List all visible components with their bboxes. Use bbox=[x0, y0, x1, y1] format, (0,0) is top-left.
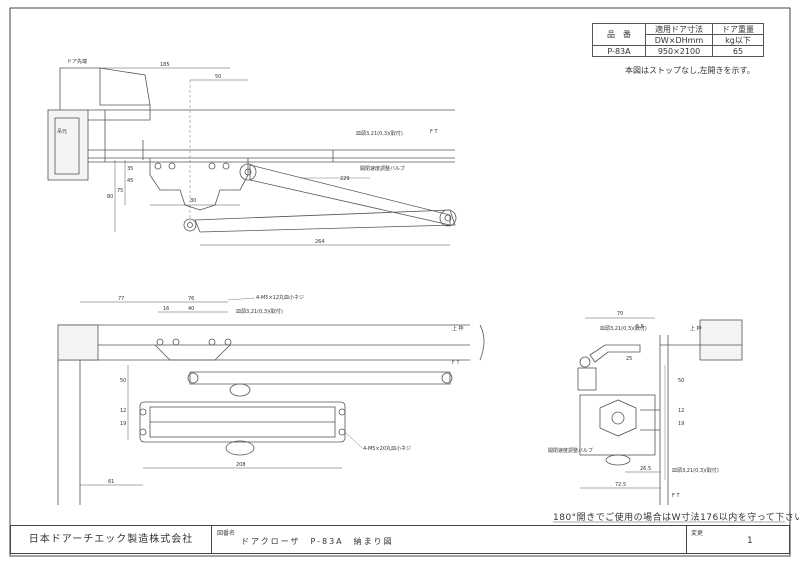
dim-76: 76 bbox=[188, 296, 194, 302]
dim-229: 229 bbox=[340, 176, 350, 182]
label-screw-top: 4-M5×12丸皿小ネジ bbox=[256, 294, 304, 301]
dim-75: 75 bbox=[117, 188, 123, 194]
label-bolt-side-bottom: 皿頭3,21(0,3)(取付) bbox=[672, 467, 719, 474]
dim-70: 70 bbox=[617, 311, 623, 317]
dim-25: 25 bbox=[626, 356, 632, 362]
dim-264: 264 bbox=[315, 239, 325, 245]
spec-size: 950×2100 bbox=[645, 45, 713, 57]
sheet-box: 変更 1 bbox=[686, 526, 790, 553]
label-frame-side: 上 枠 bbox=[690, 325, 702, 332]
dim-35: 35 bbox=[127, 166, 133, 172]
drawing-title: ドアクローザ P-83A 納まり図 bbox=[241, 537, 394, 546]
title-block: 日本ドアーチエック製造株式会社 図番名 ドアクローザ P-83A 納まり図 変更… bbox=[10, 525, 790, 554]
dim-80: 80 bbox=[107, 194, 113, 200]
spec-header-weight-1: ドア重量 bbox=[712, 23, 764, 35]
spec-table: 品 番 適用ドア寸法 ドア重量 DW×DHmm kg以下 P-83A 950×2… bbox=[592, 23, 764, 57]
dim-50: 50 bbox=[215, 74, 221, 80]
label-frame: 吊元 bbox=[57, 129, 67, 135]
top-view bbox=[47, 67, 457, 246]
dim-26-5: 26.5 bbox=[640, 466, 651, 472]
label-ft-side: F T bbox=[672, 493, 680, 499]
dim-208: 208 bbox=[236, 462, 246, 468]
dim-40: 40 bbox=[188, 306, 194, 312]
dim-72-5: 72.5 bbox=[615, 482, 626, 488]
top-view-labels: ドア先端 吊元 F T 皿頭3,21(0,3)(取付) 開閉速度調整バルブ 18… bbox=[57, 58, 438, 245]
dim-77: 77 bbox=[118, 296, 124, 302]
label-bolt-front: 皿頭3,21(0,3)(取付) bbox=[236, 308, 283, 315]
sheet-label: 変更 bbox=[691, 530, 704, 537]
dim-12-side: 12 bbox=[678, 408, 684, 414]
dim-30: 30 bbox=[190, 198, 196, 204]
warning-text: 180°開きでご使用の場合はW寸法176以内を守って下さい。 bbox=[553, 513, 800, 523]
company-name: 日本ドアーチエック製造株式会社 bbox=[11, 526, 212, 553]
label-valve-side: 開閉速度調整バルブ bbox=[548, 447, 593, 454]
label-door-end: ドア先端 bbox=[67, 58, 87, 65]
dim-16: 16 bbox=[163, 306, 169, 312]
dim-61: 61 bbox=[108, 479, 114, 485]
dim-19-front: 19 bbox=[120, 421, 126, 427]
label-bolt-top: 皿頭3,21(0,3)(取付) bbox=[356, 130, 403, 137]
spec-header-weight-2: kg以下 bbox=[712, 34, 764, 46]
dim-185: 185 bbox=[160, 62, 170, 68]
dim-5-5: 5.5 bbox=[636, 324, 644, 330]
label-frame-front: 上 枠 bbox=[452, 325, 464, 332]
spec-header-size-1: 適用ドア寸法 bbox=[645, 23, 713, 35]
spec-header-model: 品 番 bbox=[592, 23, 646, 46]
dim-50-side: 50 bbox=[678, 378, 684, 384]
side-view bbox=[577, 317, 743, 505]
front-view bbox=[57, 297, 485, 505]
spec-weight: 65 bbox=[712, 45, 764, 57]
spec-model: P-83A bbox=[592, 45, 646, 57]
label-ft-front: F T bbox=[452, 360, 460, 366]
label-bolt-side-top: 皿頭3,21(0,3)(取付) bbox=[600, 325, 647, 332]
drawing-note: 本図はストップなし,左開きを示す。 bbox=[625, 66, 755, 75]
sheet-number: 1 bbox=[747, 536, 753, 546]
spec-header-size-2: DW×DHmm bbox=[645, 34, 713, 46]
label-screw-bottom: 4-M5×20丸皿小ネジ bbox=[363, 445, 411, 452]
name-label: 図番名 bbox=[217, 530, 236, 537]
label-ft-top: F T bbox=[430, 129, 438, 135]
label-valve-top: 開閉速度調整バルブ bbox=[360, 165, 405, 172]
dim-45: 45 bbox=[127, 178, 133, 184]
dim-19-side: 19 bbox=[678, 421, 684, 427]
dim-50-front: 50 bbox=[120, 378, 126, 384]
dim-12-front: 12 bbox=[120, 408, 126, 414]
side-view-labels: 皿頭3,21(0,3)(取付) 上 枠 開閉速度調整バルブ 皿頭3,21(0,3… bbox=[548, 311, 719, 499]
front-view-labels: 4-M5×12丸皿小ネジ 皿頭3,21(0,3)(取付) 上 枠 F T 4-M… bbox=[108, 294, 464, 485]
